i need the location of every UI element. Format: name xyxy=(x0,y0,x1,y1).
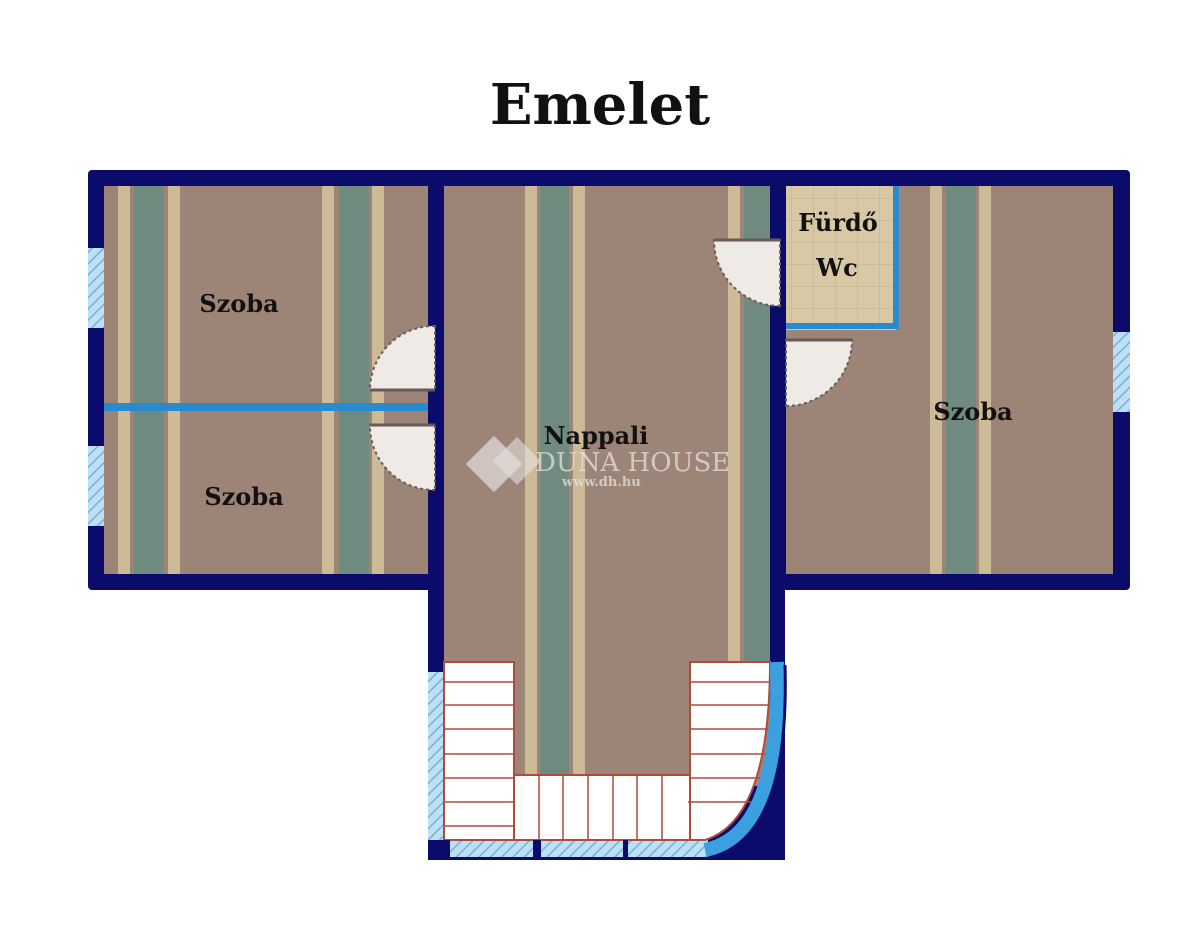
room-label-nappali: Nappali xyxy=(544,421,649,450)
floor-title: Emelet xyxy=(489,72,711,138)
glass-partition xyxy=(104,403,428,411)
floor-stripes xyxy=(118,186,991,776)
svg-text:DUNA HOUSE: DUNA HOUSE xyxy=(535,448,730,478)
room-label-szoba-right: Szoba xyxy=(933,397,1012,426)
room-label-szoba-top-left: Szoba xyxy=(199,289,278,318)
bathroom xyxy=(786,186,899,330)
room-label-wc: Wc xyxy=(815,253,858,282)
room-label-szoba-bottom-left: Szoba xyxy=(204,482,283,511)
staircase xyxy=(443,661,772,841)
svg-text:www.dh.hu: www.dh.hu xyxy=(561,475,641,490)
windows xyxy=(88,248,1130,857)
curved-glass-wall xyxy=(703,661,785,857)
room-label-furdo: Fürdő xyxy=(798,208,878,237)
doors xyxy=(368,239,854,492)
